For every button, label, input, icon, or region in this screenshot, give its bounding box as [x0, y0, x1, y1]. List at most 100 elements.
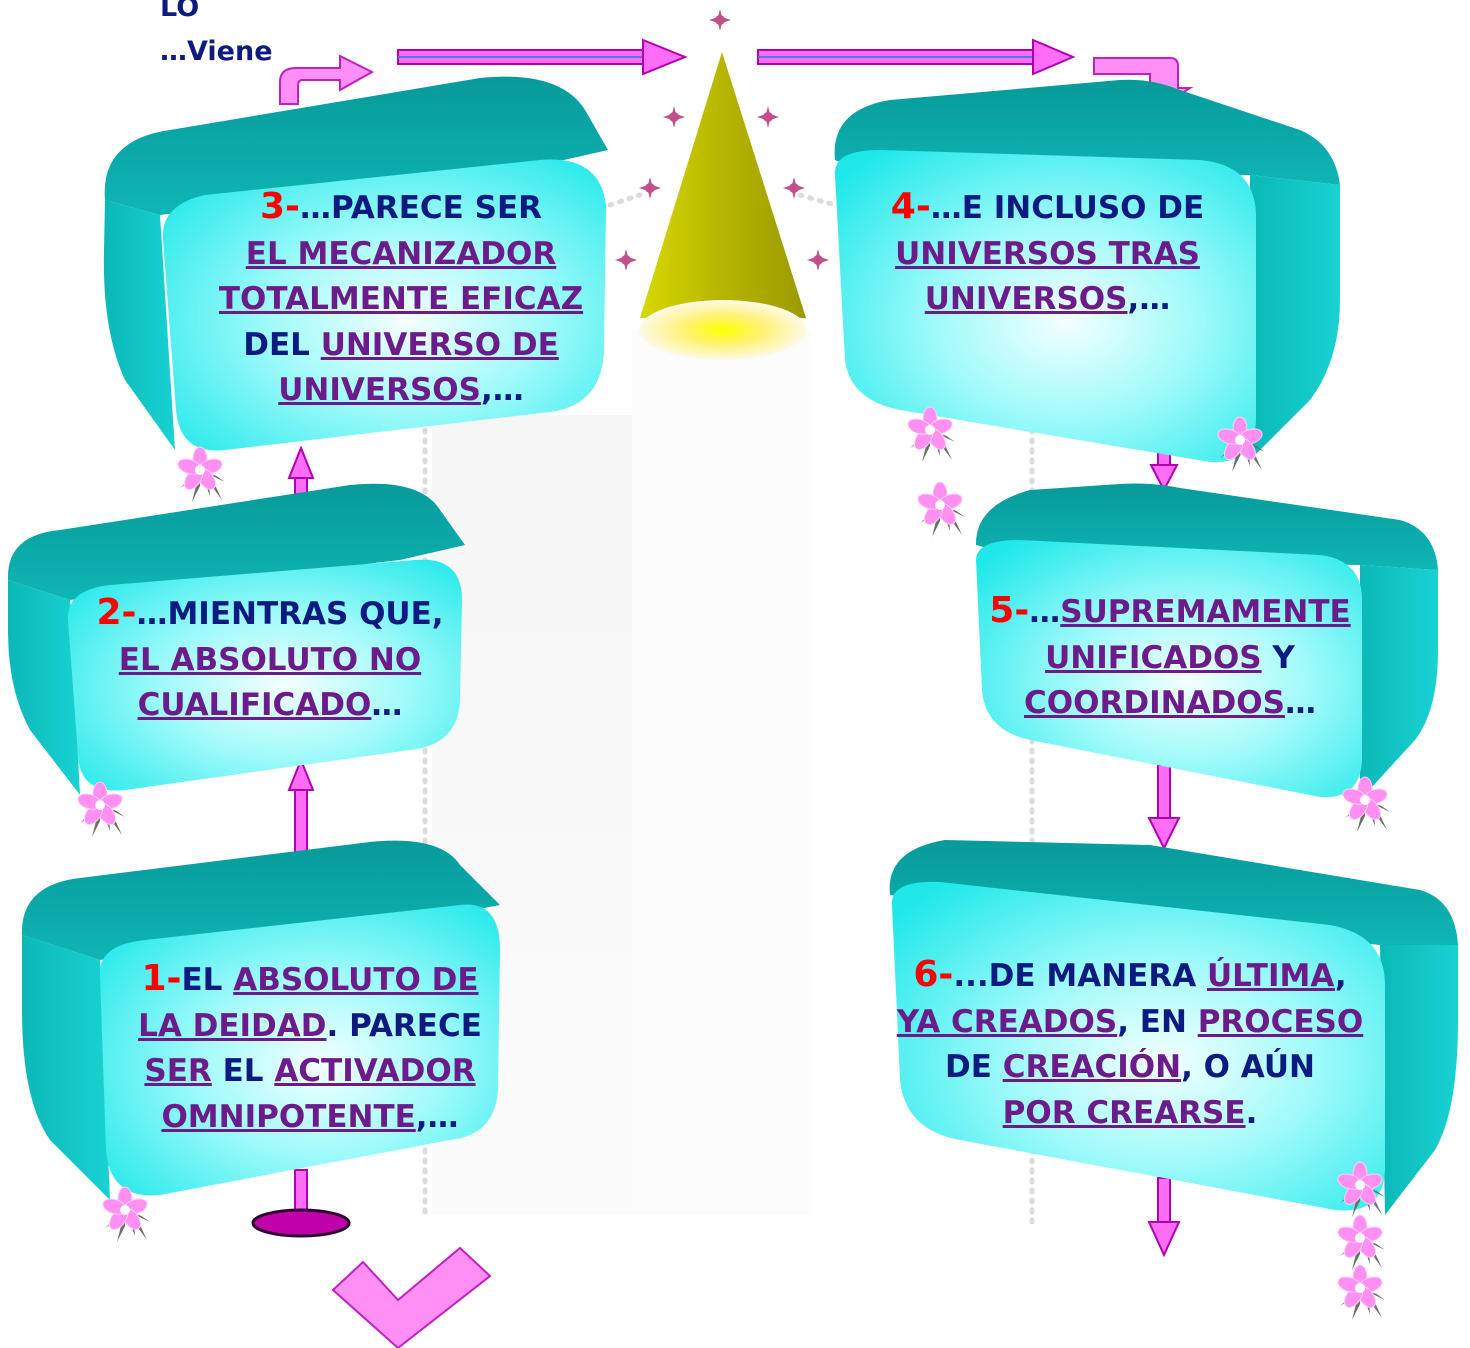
text-line: EL MECANIZADOR — [196, 232, 606, 278]
text-line: UNIVERSOS,… — [850, 277, 1245, 323]
spotlight-cone — [639, 52, 807, 360]
step-number-dash: - — [915, 186, 931, 227]
step-number: 4 — [890, 186, 916, 227]
underlined-term: CREACIÓN — [1002, 1049, 1182, 1085]
underlined-term: CUALIFICADO — [137, 687, 372, 723]
step-number: 2 — [96, 592, 122, 633]
underlined-term: SUPREMAMENTE — [1060, 594, 1351, 630]
text-segment: . — [1245, 1094, 1258, 1131]
step-number-dash: - — [938, 954, 954, 995]
step-number: 5 — [989, 590, 1015, 631]
underlined-term: EL MECANIZADOR — [245, 235, 557, 272]
sparkle-star-3 — [757, 106, 779, 128]
text-segment: … — [1284, 685, 1316, 721]
text-segment: ,… — [480, 372, 524, 408]
box-6-text: 6-...DE MANERA ÚLTIMA,YA CREADOS, EN PRO… — [895, 952, 1365, 1136]
underlined-term: UNIVERSOS — [278, 372, 481, 408]
flower-icon — [917, 481, 965, 537]
check-arrow — [331, 1246, 492, 1348]
box-5-shape — [975, 483, 1438, 800]
text-segment: . PARECE — [326, 1007, 482, 1044]
text-segment: …MIENTRAS QUE, — [136, 596, 444, 632]
box-3-shape — [103, 76, 609, 451]
arrow-6-out — [1147, 1177, 1181, 1258]
flower-icon — [1337, 1214, 1385, 1270]
text-segment: … — [1029, 594, 1061, 630]
text-line: DEL UNIVERSO DE — [196, 323, 606, 369]
underlined-term: UNIFICADOS — [1045, 639, 1262, 676]
text-segment: DE — [945, 1049, 1003, 1085]
text-line: TOTALMENTE EFICAZ — [196, 277, 606, 323]
text-segment: … — [371, 687, 403, 723]
text-line: UNIVERSOS TRAS — [850, 232, 1245, 278]
flower-icon — [102, 1186, 150, 1242]
underlined-term: UNIVERSOS TRAS — [895, 235, 1200, 272]
text-line: UNIFICADOS Y — [985, 636, 1355, 682]
underlined-term: SER — [144, 1053, 212, 1089]
text-line: 1-EL ABSOLUTO DE — [120, 956, 500, 1004]
step-number: 6 — [913, 954, 939, 995]
text-segment: …PARECE SER — [300, 190, 543, 226]
step-number: 3 — [259, 186, 286, 227]
arrow-5-to-6 — [1147, 764, 1181, 851]
text-line: 6-...DE MANERA ÚLTIMA, — [895, 952, 1365, 1000]
sparkle-star-1 — [709, 9, 731, 31]
sparkle-star-6 — [615, 249, 637, 271]
flower-icon — [77, 781, 125, 837]
box-1-shape — [21, 840, 500, 1200]
sparkle-star-7 — [807, 249, 829, 271]
text-segment: EL — [181, 962, 234, 998]
flower-icon — [1217, 416, 1265, 472]
sparkle-star-2 — [663, 106, 685, 128]
text-segment: ...DE MANERA — [953, 958, 1207, 994]
text-line: EL ABSOLUTO NO — [85, 638, 455, 684]
flower-decorations — [77, 406, 1390, 1320]
sparkle-star-4 — [639, 177, 661, 199]
step-number: 1 — [141, 958, 167, 999]
text-line: 3-…PARECE SER — [196, 184, 606, 232]
underlined-term: PROCESO — [1197, 1003, 1364, 1040]
underlined-term: TOTALMENTE EFICAZ — [218, 281, 584, 317]
underlined-term: EL ABSOLUTO NO — [118, 641, 422, 678]
text-segment: ,… — [1127, 281, 1171, 317]
sparkle-star-5 — [783, 177, 805, 199]
underlined-term: YA CREADOS — [896, 1003, 1118, 1040]
text-line: OMNIPOTENTE,… — [120, 1095, 500, 1141]
underlined-term: LA DEIDAD — [138, 1007, 327, 1044]
underlined-term: POR CREARSE — [1002, 1094, 1246, 1131]
text-line: LA DEIDAD. PARECE — [120, 1004, 500, 1050]
flower-icon — [907, 406, 955, 462]
text-line: DE CREACIÓN, O AÚN — [895, 1045, 1365, 1091]
underlined-term: OMNIPOTENTE — [161, 1098, 416, 1135]
underlined-term: UNIVERSOS — [924, 281, 1128, 317]
step-number-dash: - — [1014, 590, 1030, 631]
underlined-term: UNIVERSO DE — [320, 326, 559, 363]
start-base-disk — [251, 1208, 351, 1238]
underlined-term: ABSOLUTO DE — [233, 962, 479, 998]
underlined-term: ACTIVADOR — [274, 1053, 476, 1089]
flower-icon — [1337, 1161, 1385, 1217]
text-line: YA CREADOS, EN PROCESO — [895, 1000, 1365, 1046]
step-number-dash: - — [166, 958, 182, 999]
text-line: SER EL ACTIVADOR — [120, 1049, 500, 1095]
text-line: 2-…MIENTRAS QUE, — [85, 590, 455, 638]
text-segment: EL — [211, 1053, 275, 1089]
text-segment: , EN — [1117, 1003, 1198, 1040]
bent-arrow-up-right — [279, 54, 375, 105]
underlined-term: ÚLTIMA — [1207, 958, 1335, 994]
step-number-dash: - — [121, 592, 137, 633]
text-segment: …E INCLUSO DE — [930, 190, 1205, 226]
box-2-shape — [7, 483, 466, 795]
text-segment: DEL — [243, 326, 321, 363]
text-segment: ,… — [415, 1098, 459, 1135]
text-line: CUALIFICADO… — [85, 683, 455, 729]
text-segment: , O AÚN — [1181, 1049, 1315, 1085]
flower-icon — [1342, 776, 1390, 832]
flower-icon — [1337, 1264, 1385, 1320]
text-segment: , — [1334, 958, 1347, 994]
top-arrow-left — [397, 38, 688, 76]
